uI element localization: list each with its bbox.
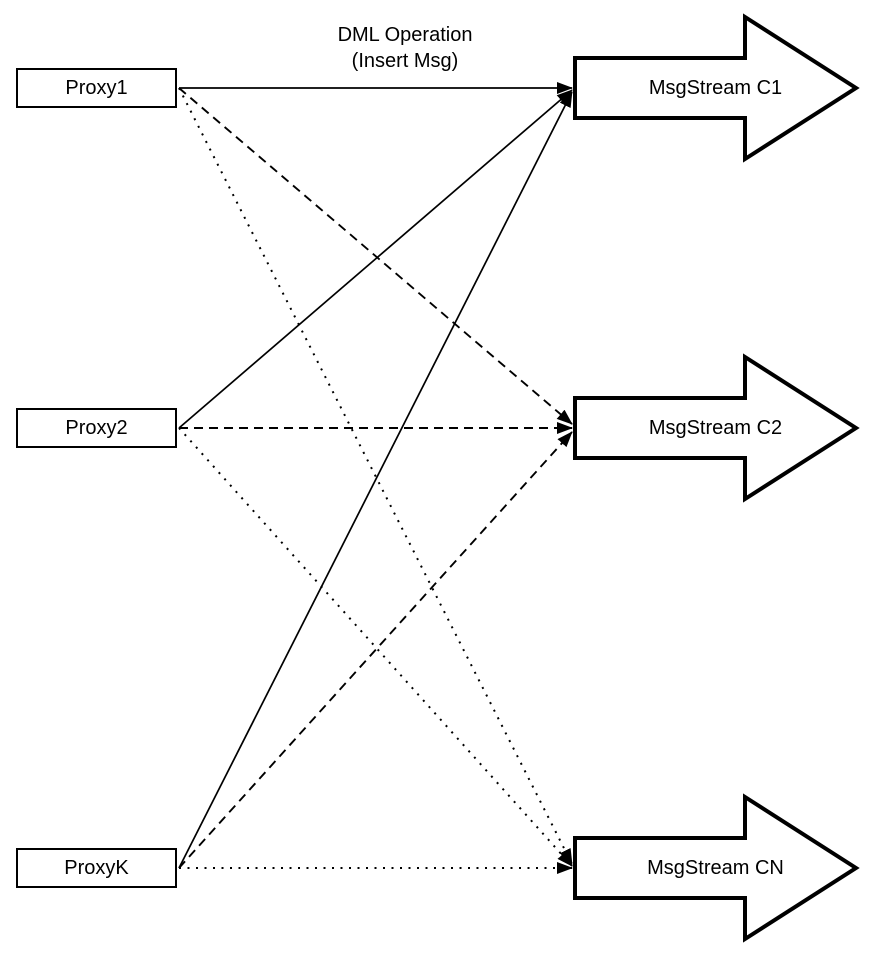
- proxyk-box: ProxyK: [16, 848, 177, 888]
- msgstream-c2-label: MsgStream C2: [648, 417, 783, 439]
- dml-operation-label: DML Operation (Insert Msg): [280, 22, 530, 74]
- dml-operation-label-line2: (Insert Msg): [351, 50, 459, 72]
- proxy1-label: Proxy1: [65, 76, 128, 99]
- proxy2-label: Proxy2: [65, 416, 128, 439]
- connection-proxy2-c1: [178, 89, 573, 429]
- connection-proxy1-c2: [178, 87, 573, 425]
- msgstream-c2-arrow-shape: [573, 353, 860, 503]
- connection-proxyk-c1: [178, 91, 573, 869]
- connection-proxy1-cn: [178, 87, 573, 865]
- connection-proxyk-c2: [178, 431, 573, 869]
- msgstream-cn-arrow-shape: [573, 793, 860, 943]
- connection-proxy2-cn: [178, 427, 573, 867]
- dml-operation-label-line1: DML Operation: [337, 24, 473, 46]
- msgstream-c1-arrow-shape: [573, 13, 860, 163]
- msgstream-cn-label: MsgStream CN: [647, 857, 784, 879]
- proxy1-box: Proxy1: [16, 68, 177, 108]
- proxyk-label: ProxyK: [64, 856, 129, 879]
- proxy2-box: Proxy2: [16, 408, 177, 448]
- msgstream-c1-label: MsgStream C1: [648, 77, 783, 99]
